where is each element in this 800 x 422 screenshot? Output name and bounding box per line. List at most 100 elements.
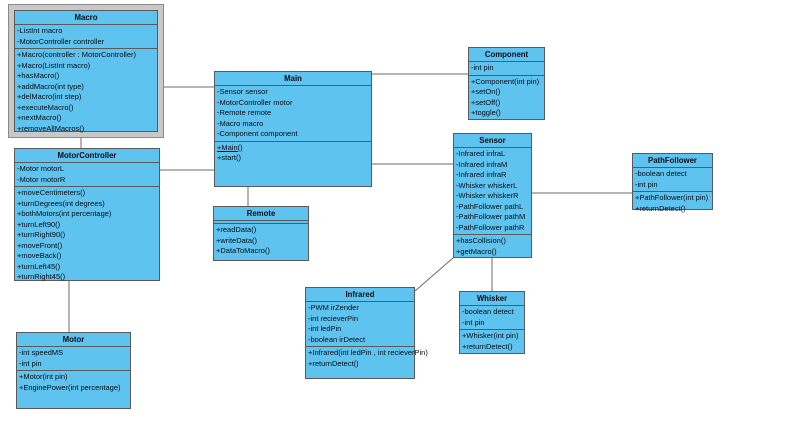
class-operations-motorcontroller: +moveCentimeters()+turnDegrees(int degre…: [15, 187, 159, 284]
class-attributes-main: -Sensor sensor-MotorController motor-Rem…: [215, 86, 371, 142]
class-box-macro[interactable]: Macro-ListInt macro-MotorController cont…: [14, 10, 158, 135]
attribute: -Infrared infraM: [456, 159, 508, 169]
class-box-motorcontroller[interactable]: MotorController-Motor motorL-Motor motor…: [14, 148, 160, 281]
class-box-sensor[interactable]: Sensor-Infrared infraL-Infrared infraM-I…: [453, 133, 532, 258]
attribute: -Remote remote: [217, 108, 272, 117]
operation: +Motor(int pin): [19, 372, 68, 381]
attribute: -Infrared infraL: [456, 149, 506, 158]
operation: +hasCollision(): [456, 236, 506, 245]
attribute: -boolean irDetect: [308, 334, 366, 344]
attribute: -Sensor sensor: [217, 87, 268, 96]
class-attributes-whisker: -boolean detect-int pin: [460, 306, 524, 330]
attribute: -PathFollower pathL: [456, 201, 524, 211]
attribute: -Infrared infraR: [456, 170, 507, 179]
operation: +returnDetect(): [635, 203, 686, 213]
class-box-infrared[interactable]: Infrared-PWM irZender-int recieverPin-in…: [305, 287, 428, 379]
class-name-main: Main: [215, 72, 371, 86]
operation: +Whisker(int pin): [462, 331, 519, 340]
class-box-motor[interactable]: Motor-int speedMS-int pin+Motor(int pin)…: [16, 332, 131, 409]
class-box-remote[interactable]: Remote +readData()+writeData()+DataToMacr…: [213, 206, 309, 261]
operation: +getMacro(): [456, 246, 497, 256]
operation: +DataToMacro(): [216, 246, 270, 255]
class-name-pathfollower: PathFollower: [633, 154, 712, 168]
class-box-component[interactable]: Component-int pin+Component(int pin)+set…: [468, 47, 545, 120]
operation: +turnRight45(): [17, 272, 66, 281]
operation: +PathFollower(int pin): [635, 193, 709, 202]
attribute: -PathFollower pathM: [456, 212, 526, 221]
class-attributes-sensor: -Infrared infraL-Infrared infraM-Infrare…: [454, 148, 531, 235]
attribute: -int recieverPin: [308, 313, 359, 323]
class-name-infrared: Infrared: [306, 288, 414, 302]
operation: +moveFront(): [17, 240, 63, 250]
attribute: -int ledPin: [308, 324, 342, 333]
operation: +moveBack(): [17, 251, 62, 260]
operation: +turnLeft90(): [17, 219, 61, 229]
class-name-macro: Macro: [15, 11, 157, 25]
class-name-motor: Motor: [17, 333, 130, 347]
class-box-whisker[interactable]: Whisker-boolean detect-int pin+Whisker(i…: [459, 291, 525, 354]
class-operations-main: +Main()+start(): [215, 142, 371, 165]
operation: +hasMacro(): [17, 71, 60, 80]
class-attributes-infrared: -PWM irZender-int recieverPin-int ledPin…: [306, 302, 414, 347]
attribute: -MotorController motor: [217, 97, 293, 107]
attribute: -PathFollower pathR: [456, 222, 525, 232]
attribute: -MotorController controller: [17, 36, 105, 46]
operation: +bothMotors(int percentage): [17, 209, 112, 218]
class-box-main[interactable]: Main-Sensor sensor-MotorController motor…: [214, 71, 372, 187]
class-operations-component: +Component(int pin)+setOn()+setOff()+tog…: [469, 76, 544, 120]
operation: +setOff(): [471, 97, 501, 107]
attribute: -int pin: [471, 63, 494, 72]
connector-sensor-to-infrared[interactable]: [414, 257, 454, 292]
operation: +start(): [217, 153, 241, 162]
operation: +Infrared(int ledPin , int recieverPin): [308, 348, 428, 357]
operation: +Component(int pin): [471, 76, 540, 86]
operation: +nextMacro(): [17, 113, 62, 122]
class-name-remote: Remote: [214, 207, 308, 221]
class-name-whisker: Whisker: [460, 292, 524, 306]
attribute: -Macro macro: [217, 118, 264, 128]
class-attributes-pathfollower: -boolean detect-int pin: [633, 168, 712, 192]
operation: +turnLeft45(): [17, 261, 61, 271]
attribute: -Motor motorR: [17, 174, 66, 184]
attribute: -PWM irZender: [308, 303, 359, 312]
attribute: -Component component: [217, 129, 298, 138]
operation: +addMacro(int type): [17, 81, 84, 91]
attribute: -int pin: [635, 179, 658, 189]
class-name-component: Component: [469, 48, 544, 62]
operation: +readData(): [216, 225, 257, 234]
attribute: -Whisker whiskerL: [456, 180, 518, 190]
operation: +setOn(): [471, 87, 501, 96]
attribute: -int pin: [462, 317, 485, 327]
attribute: -boolean detect: [462, 307, 514, 316]
class-name-sensor: Sensor: [454, 134, 531, 148]
class-operations-infrared: +Infrared(int ledPin , int recieverPin)+…: [306, 347, 428, 370]
operation: +executeMacro(): [17, 102, 74, 112]
operation: +moveCentimeters(): [17, 188, 86, 197]
class-box-pathfollower[interactable]: PathFollower-boolean detect-int pin+Path…: [632, 153, 713, 213]
class-operations-sensor: +hasCollision()+getMacro(): [454, 235, 531, 258]
class-attributes-motorcontroller: -Motor motorL-Motor motorR: [15, 163, 159, 187]
class-operations-remote: +readData()+writeData()+DataToMacro(): [214, 224, 308, 258]
operation: +returnDetect(): [462, 341, 513, 351]
attribute: -ListInt macro: [17, 26, 63, 35]
class-operations-macro: +Macro(controller : MotorController)+Mac…: [15, 49, 157, 135]
attribute: -boolean detect: [635, 169, 687, 178]
class-operations-motor: +Motor(int pin)+EnginePower(int percenta…: [17, 371, 130, 394]
operation: +EnginePower(int percentage): [19, 382, 121, 392]
operation: +delMacro(int step): [17, 92, 82, 101]
attribute: -Whisker whiskerR: [456, 191, 519, 200]
attribute: -Motor motorL: [17, 164, 65, 173]
operation: +turnRight90(): [17, 230, 66, 239]
operation: +removeAllMacros(): [17, 123, 85, 133]
operation: +Macro(ListInt macro): [17, 60, 91, 70]
class-attributes-macro: -ListInt macro-MotorController controlle…: [15, 25, 157, 49]
operation: +Main(): [217, 142, 243, 152]
operation: +returnDetect(): [308, 358, 359, 368]
operation: +toggle(): [471, 108, 501, 117]
attribute: -int speedMS: [19, 348, 64, 357]
class-name-motorcontroller: MotorController: [15, 149, 159, 163]
operation: +turnDegrees(int degrees): [17, 198, 105, 208]
class-attributes-motor: -int speedMS-int pin: [17, 347, 130, 371]
class-operations-whisker: +Whisker(int pin)+returnDetect(): [460, 330, 524, 353]
